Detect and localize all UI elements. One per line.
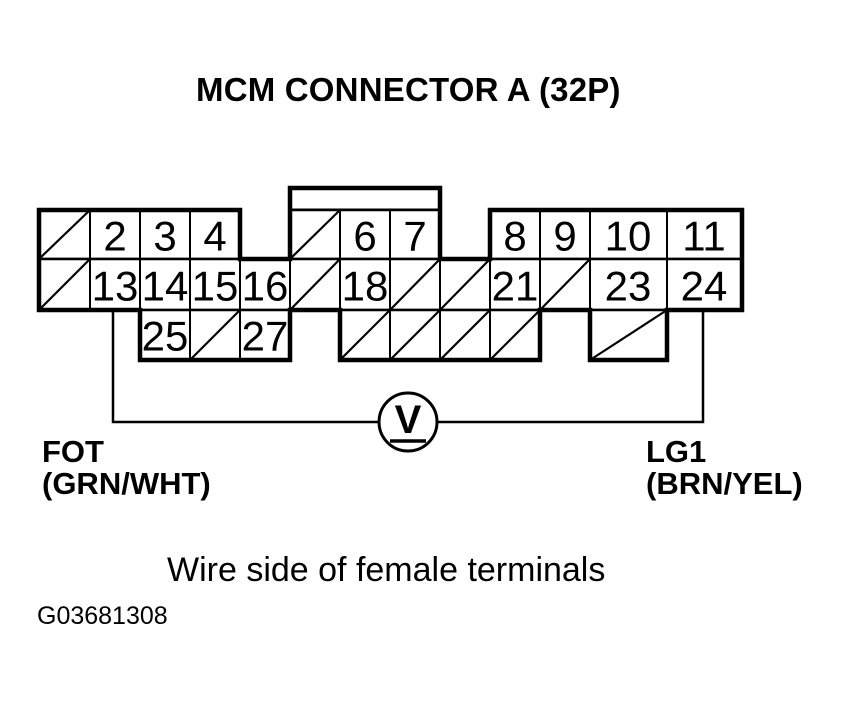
pin-label-7: 7: [403, 213, 426, 260]
blocked-pin-diagonal: [189, 309, 241, 361]
terminal-right-label: LG1 (BRN/YEL): [646, 436, 803, 500]
voltmeter-symbol: V: [395, 398, 422, 442]
voltmeter-icon: [377, 391, 439, 453]
blocked-pin-cells: [38, 209, 668, 361]
blocked-pin-diagonal: [339, 309, 391, 361]
pin-label-6: 6: [353, 213, 376, 260]
page-title: MCM CONNECTOR A (32P): [196, 71, 621, 108]
pin-label-18: 18: [342, 263, 389, 310]
blocked-pin-diagonal: [439, 309, 491, 361]
blocked-pin-diagonal: [389, 258, 441, 311]
blocked-pin-diagonal: [589, 309, 668, 361]
pin-label-24: 24: [681, 263, 728, 310]
blocked-pin-diagonal: [389, 309, 441, 361]
cell-grid-lines: [89, 210, 668, 360]
connector-outline: [36, 185, 745, 363]
figure-id: G03681308: [37, 602, 168, 630]
terminal-right-name: LG1: [646, 434, 707, 469]
pin-label-8: 8: [503, 213, 526, 260]
caption: Wire side of female terminals: [167, 551, 606, 589]
pin-label-2: 2: [103, 213, 126, 260]
blocked-pin-diagonal: [289, 258, 341, 311]
terminal-right-wire-color: (BRN/YEL): [646, 466, 803, 501]
terminal-left-wire-color: (GRN/WHT): [42, 466, 211, 501]
blocked-pin-diagonal: [289, 209, 341, 260]
wire-right-pin24: [437, 310, 705, 424]
blocked-pin-diagonal: [38, 258, 91, 311]
terminal-left-name: FOT: [42, 434, 104, 469]
pin-numbers: 2 3 4 6 7 8 9 10 11 13 14 15 16 18 21 23…: [92, 213, 728, 360]
pin-label-14: 14: [142, 263, 189, 310]
pin-label-21: 21: [492, 263, 539, 310]
pin-label-4: 4: [203, 213, 226, 260]
pin-label-3: 3: [153, 213, 176, 260]
blocked-pin-diagonal: [539, 258, 591, 311]
pin-label-15: 15: [192, 263, 239, 310]
pin-label-23: 23: [605, 263, 652, 310]
blocked-pin-diagonal: [439, 258, 491, 311]
pin-label-25: 25: [142, 313, 189, 360]
pin-label-11: 11: [682, 213, 726, 260]
pin-label-27: 27: [242, 313, 289, 360]
connector-keying-tab: [288, 186, 442, 212]
pin-label-13: 13: [92, 263, 139, 310]
pin-label-9: 9: [553, 213, 576, 260]
pin-label-16: 16: [242, 263, 289, 310]
test-circuit: V: [111, 310, 705, 453]
blocked-pin-diagonal: [489, 309, 541, 361]
blocked-pin-diagonal: [38, 209, 91, 260]
wire-left-pin13: [111, 310, 379, 424]
pin-label-10: 10: [605, 213, 652, 260]
terminal-left-label: FOT (GRN/WHT): [42, 436, 211, 500]
